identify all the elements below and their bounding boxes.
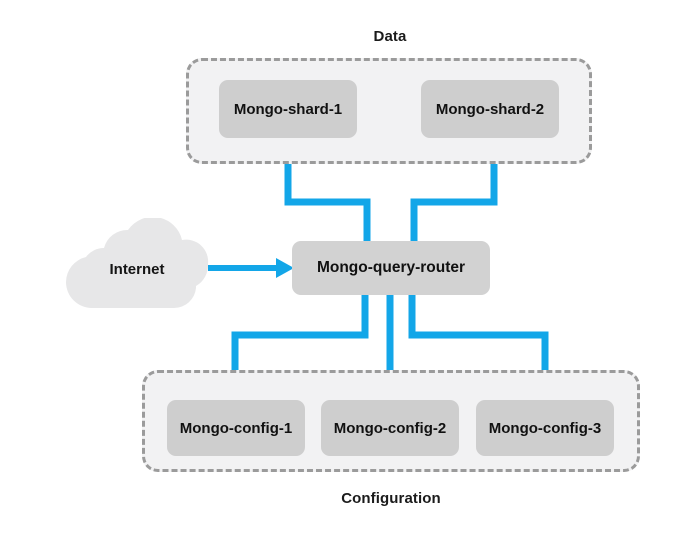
group-label-configuration: Configuration xyxy=(341,490,441,507)
node-mongo-config-3[interactable]: Mongo-config-3 xyxy=(476,400,614,456)
cloud-internet[interactable] xyxy=(56,216,218,314)
cloud-icon xyxy=(66,216,209,309)
node-mongo-query-router[interactable]: Mongo-query-router xyxy=(292,241,490,295)
node-mongo-config-2[interactable]: Mongo-config-2 xyxy=(321,400,459,456)
node-mongo-shard-1[interactable]: Mongo-shard-1 xyxy=(219,80,357,138)
group-label-data: Data xyxy=(373,28,407,45)
node-mongo-shard-2[interactable]: Mongo-shard-2 xyxy=(421,80,559,138)
node-mongo-config-1[interactable]: Mongo-config-1 xyxy=(167,400,305,456)
cloud-label-internet: Internet xyxy=(109,261,165,278)
